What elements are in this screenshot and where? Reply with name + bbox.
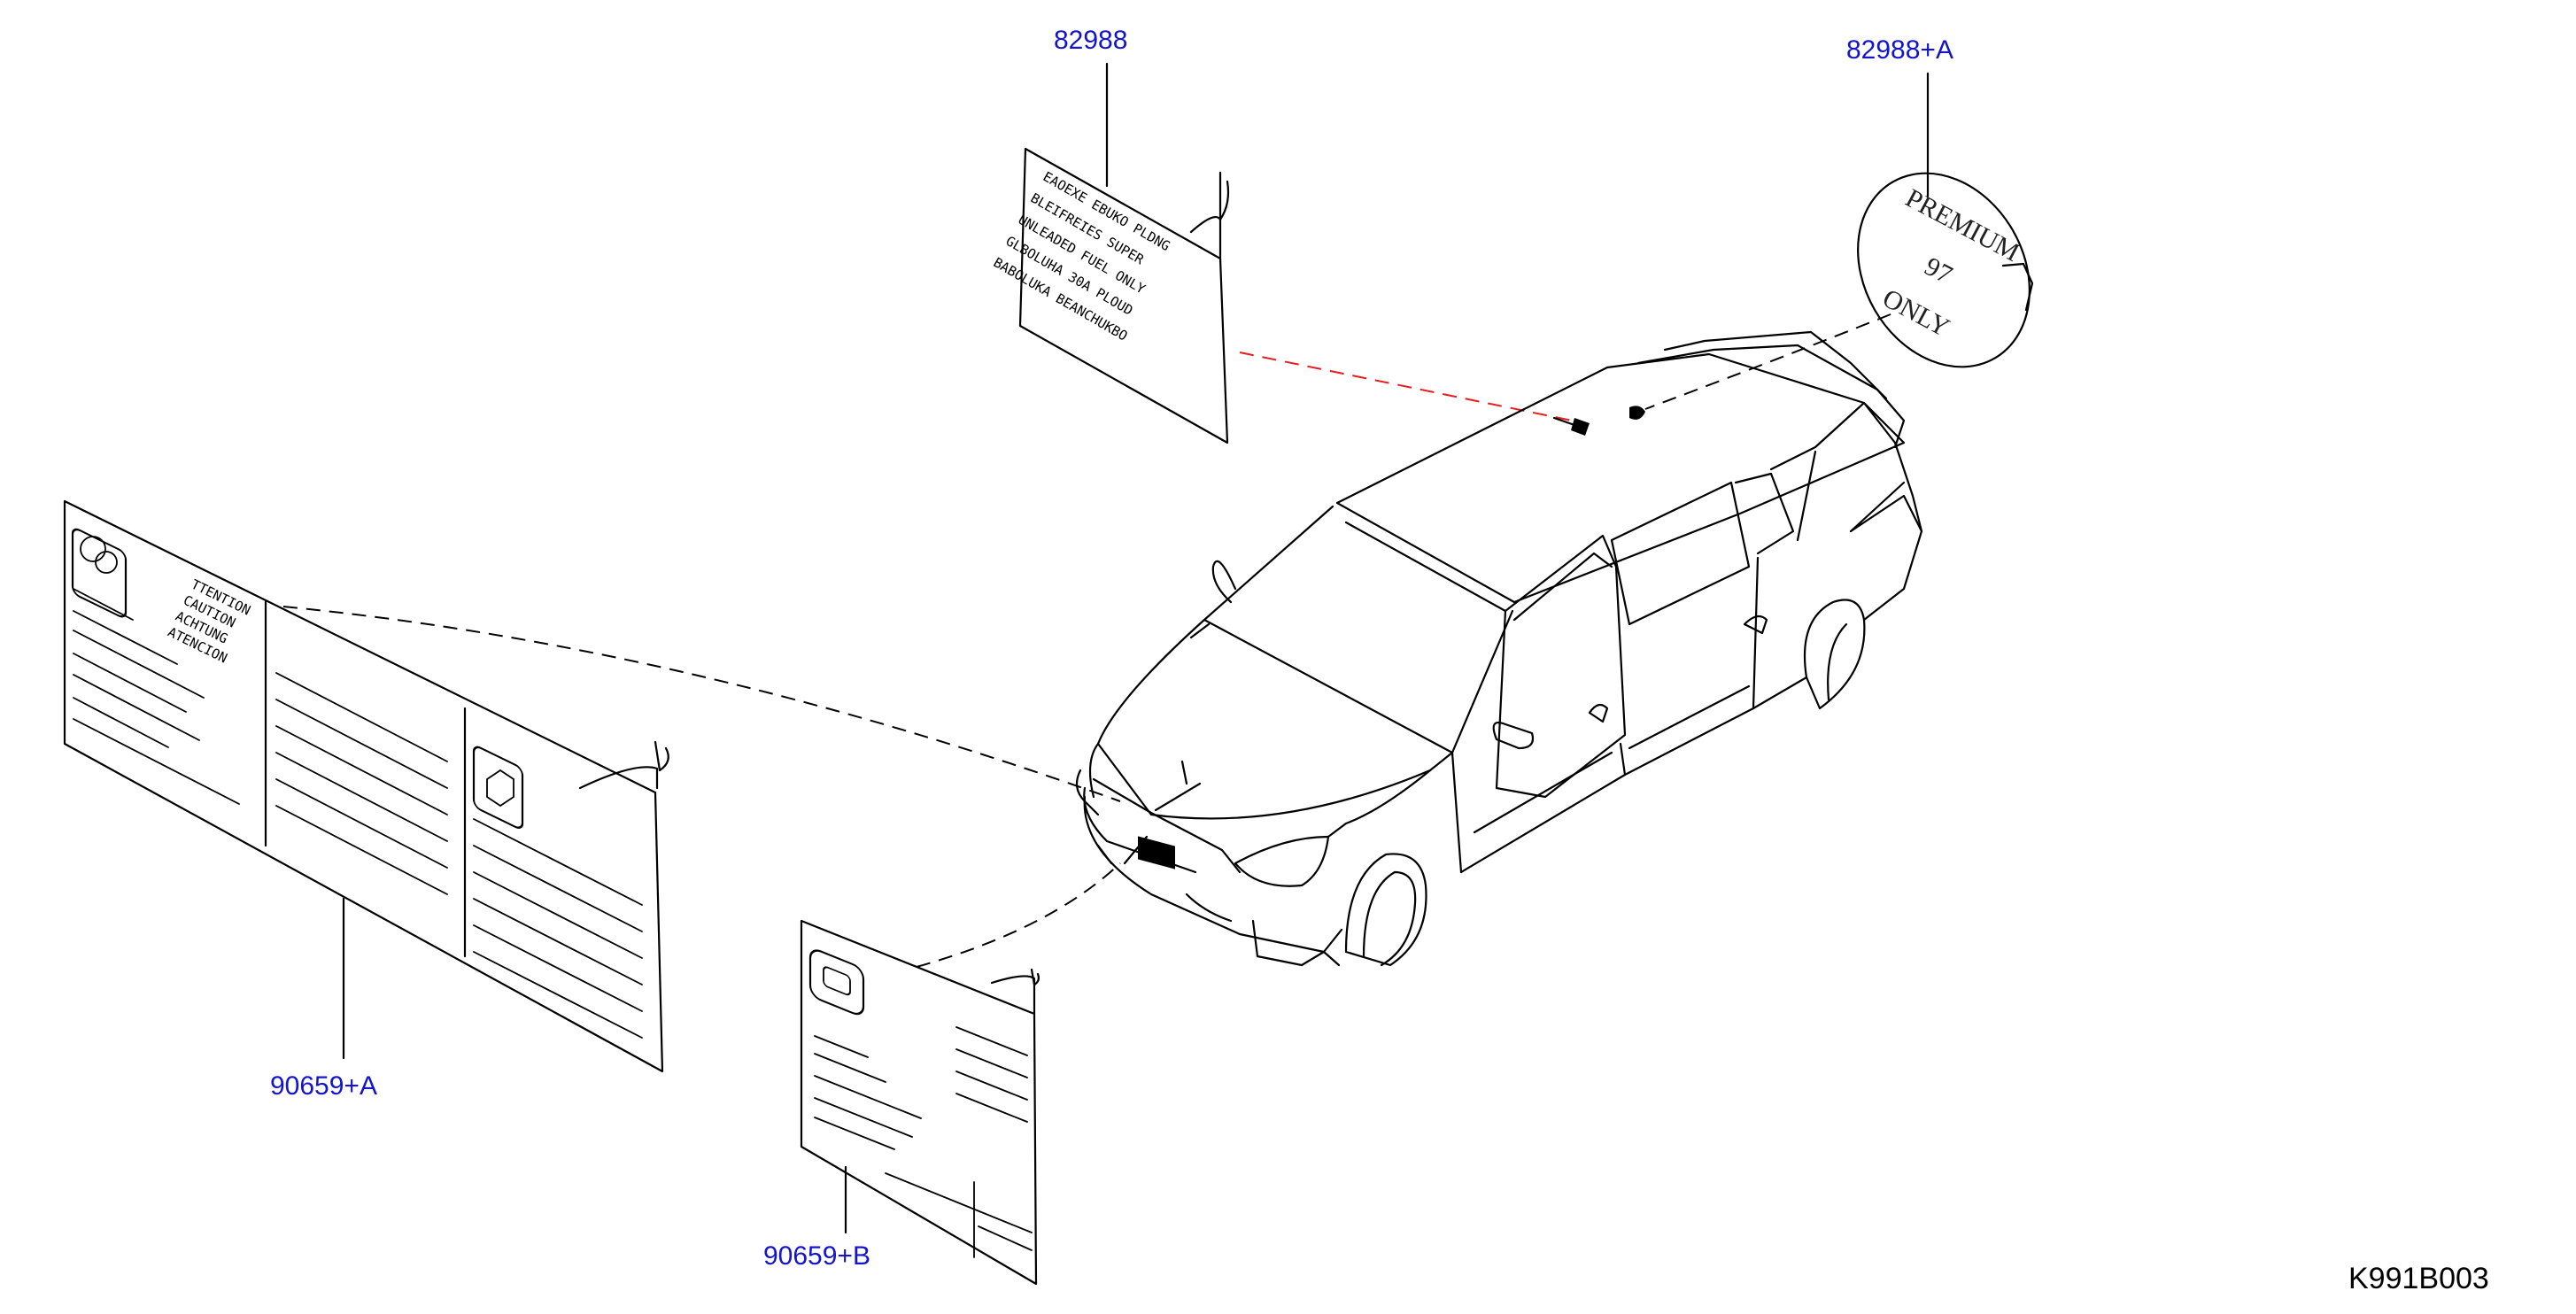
callout-82988[interactable]: 82988 bbox=[1054, 26, 1127, 55]
premium-badge-line-2: 97 bbox=[1920, 251, 1957, 290]
premium-badge-line-1: PREMIUM bbox=[1901, 183, 2024, 267]
warning-label-a-leader bbox=[282, 606, 1121, 802]
callout-90659-a[interactable]: 90659+A bbox=[270, 1071, 377, 1101]
premium-decal-marker bbox=[1629, 406, 1645, 420]
fuel-decal-marker bbox=[1571, 418, 1590, 436]
fuel-type-label: EAOEXE EBUKO PLDNG BLEIFREIES SUPER UNLE… bbox=[991, 147, 1230, 444]
callout-82988-a[interactable]: 82988+A bbox=[1846, 35, 1953, 65]
gear-icon bbox=[472, 746, 524, 829]
warning-label-b-leader bbox=[916, 862, 1121, 968]
callout-90659-b[interactable]: 90659+B bbox=[763, 1241, 870, 1271]
fuel-label-leader bbox=[1239, 352, 1586, 424]
premium-badge-leader bbox=[1644, 313, 1891, 410]
info-icon bbox=[808, 949, 865, 1016]
warning-label-b bbox=[800, 919, 1040, 1286]
grille-badge bbox=[1138, 836, 1175, 870]
callout-leaders bbox=[342, 62, 1930, 1234]
battery-icon bbox=[71, 528, 128, 618]
premium-badge-line-3: ONLY bbox=[1878, 283, 1954, 343]
dashed-leaders bbox=[282, 313, 1891, 968]
vehicle-illustration bbox=[1075, 330, 1923, 967]
diagram-reference-code: K991B003 bbox=[2348, 1262, 2489, 1295]
warning-label-a: TTENTION CAUTION ACHTUNG ATENCION bbox=[63, 499, 669, 1073]
premium-97-badge: PREMIUM 97 ONLY bbox=[1857, 172, 2034, 368]
label-text-lines bbox=[73, 588, 643, 1039]
